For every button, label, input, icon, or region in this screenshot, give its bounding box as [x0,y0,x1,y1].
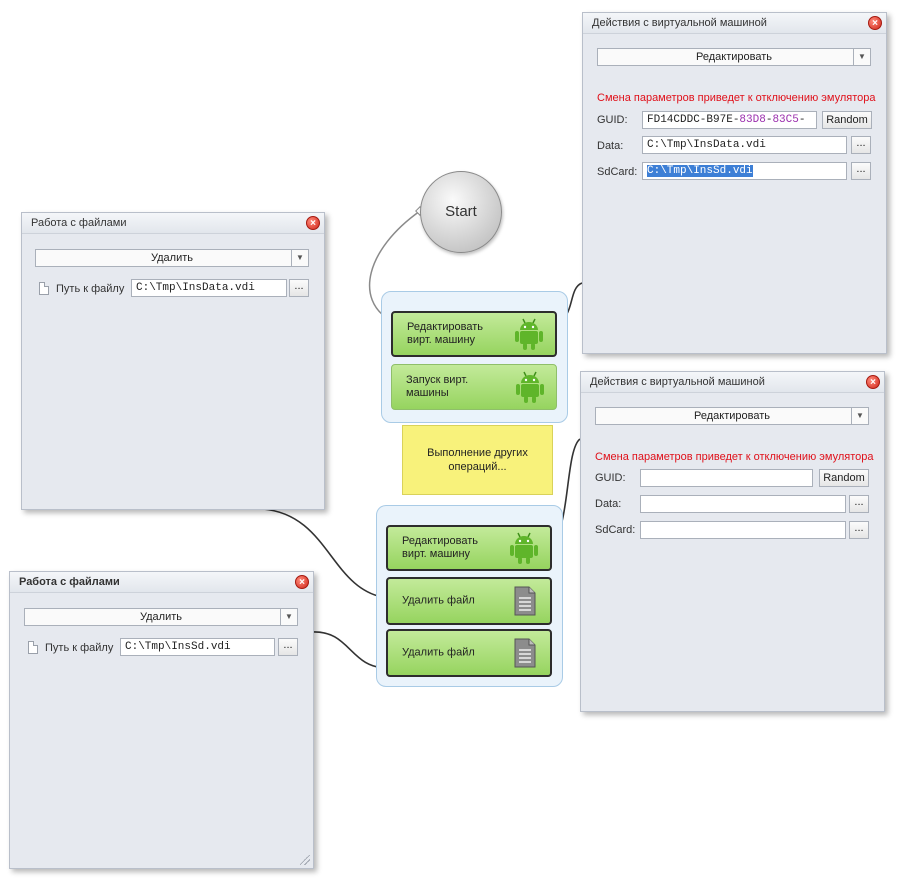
data-label: Data: [597,140,624,152]
data-label: Data: [595,498,622,510]
node-edit-vm-bottom[interactable]: Редактировать вирт. машину [386,525,552,571]
guid-part-1: FD14CDDC-B97E- [647,114,740,126]
file-panel-bottom: Работа с файлами × Удалить ▼ Путь к файл… [9,571,314,869]
close-icon[interactable]: × [866,375,880,389]
node-edit-vm-top[interactable]: Редактировать вирт. машину [391,311,557,357]
panel-title-bar[interactable]: Действия с виртуальной машиной × [581,372,884,393]
path-field[interactable]: C:\Tmp\InsData.vdi [131,279,287,297]
data-field[interactable]: C:\Tmp\InsData.vdi [642,136,847,154]
node-label: Удалить файл [402,646,475,659]
guid-label: GUID: [595,472,626,484]
start-node[interactable]: Start [420,171,502,253]
node-delete-file-1[interactable]: Удалить файл [386,577,552,625]
guid-field[interactable] [640,469,813,487]
document-icon [514,638,536,668]
data-browse-button[interactable]: ... [849,495,869,513]
warning-text: Смена параметров приведет к отключению э… [597,92,876,104]
action-select-value: Редактировать [696,51,772,63]
close-icon[interactable]: × [306,216,320,230]
action-select-value: Удалить [140,611,182,623]
chevron-down-icon[interactable]: ▼ [853,49,870,65]
start-label: Start [445,203,477,220]
sdcard-browse-button[interactable]: ... [849,521,869,539]
node-delete-file-2[interactable]: Удалить файл [386,629,552,677]
guid-part-5: - [798,114,806,126]
action-select[interactable]: Редактировать ▼ [597,48,871,66]
file-icon [39,282,49,295]
node-label: Редактировать вирт. машину [402,535,478,560]
sticky-note[interactable]: Выполнение других операций... [402,425,553,495]
path-label: Путь к файлу [56,283,125,295]
panel-title-bar[interactable]: Действия с виртуальной машиной × [583,13,886,34]
android-icon [515,318,543,350]
action-select[interactable]: Удалить ▼ [24,608,298,626]
node-launch-vm[interactable]: Запуск вирт. машины [391,364,557,410]
panel-title-bar[interactable]: Работа с файлами × [22,213,324,234]
node-label: Редактировать вирт. машину [407,321,483,346]
close-icon[interactable]: × [295,575,309,589]
guid-part-3: - [765,114,773,126]
path-browse-button[interactable]: ... [278,638,298,656]
close-icon[interactable]: × [868,16,882,30]
path-field[interactable]: C:\Tmp\InsSd.vdi [120,638,275,656]
action-select-value: Редактировать [694,410,770,422]
warning-text: Смена параметров приведет к отключению э… [595,451,874,463]
vm-actions-panel-bottom: Действия с виртуальной машиной × Редакти… [580,371,885,712]
android-icon [516,371,544,403]
action-select[interactable]: Редактировать ▼ [595,407,869,425]
path-browse-button[interactable]: ... [289,279,309,297]
vm-actions-panel-top: Действия с виртуальной машиной × Редакти… [582,12,887,354]
panel-title: Действия с виртуальной машиной [590,376,765,388]
sdcard-field[interactable] [640,521,846,539]
android-icon [510,532,538,564]
sdcard-selected-text: C:\Tmp\InsSd.vdi [647,165,753,177]
random-button[interactable]: Random [822,111,872,129]
resize-grip-icon[interactable] [300,855,310,865]
panel-title: Работа с файлами [19,576,120,588]
sdcard-browse-button[interactable]: ... [851,162,871,180]
file-icon [28,641,38,654]
node-label: Удалить файл [402,594,475,607]
panel-title: Действия с виртуальной машиной [592,17,767,29]
action-select[interactable]: Удалить ▼ [35,249,309,267]
sdcard-field[interactable]: C:\Tmp\InsSd.vdi [642,162,847,180]
note-text: Выполнение других операций... [427,447,528,473]
file-panel-top: Работа с файлами × Удалить ▼ Путь к файл… [21,212,325,510]
chevron-down-icon[interactable]: ▼ [280,609,297,625]
guid-field[interactable]: FD14CDDC-B97E-83D8-83C5- [642,111,817,129]
path-label: Путь к файлу [45,642,114,654]
sdcard-label: SdCard: [595,524,636,536]
node-label: Запуск вирт. машины [406,374,469,399]
panel-title: Работа с файлами [31,217,127,229]
guid-part-4: 83C5 [772,114,799,126]
random-button[interactable]: Random [819,469,869,487]
panel-title-bar[interactable]: Работа с файлами × [10,572,313,593]
document-icon [514,586,536,616]
sdcard-label: SdCard: [597,166,638,178]
guid-part-2: 83D8 [739,114,766,126]
chevron-down-icon[interactable]: ▼ [851,408,868,424]
data-field[interactable] [640,495,846,513]
data-browse-button[interactable]: ... [851,136,871,154]
action-select-value: Удалить [151,252,193,264]
chevron-down-icon[interactable]: ▼ [291,250,308,266]
guid-label: GUID: [597,114,628,126]
